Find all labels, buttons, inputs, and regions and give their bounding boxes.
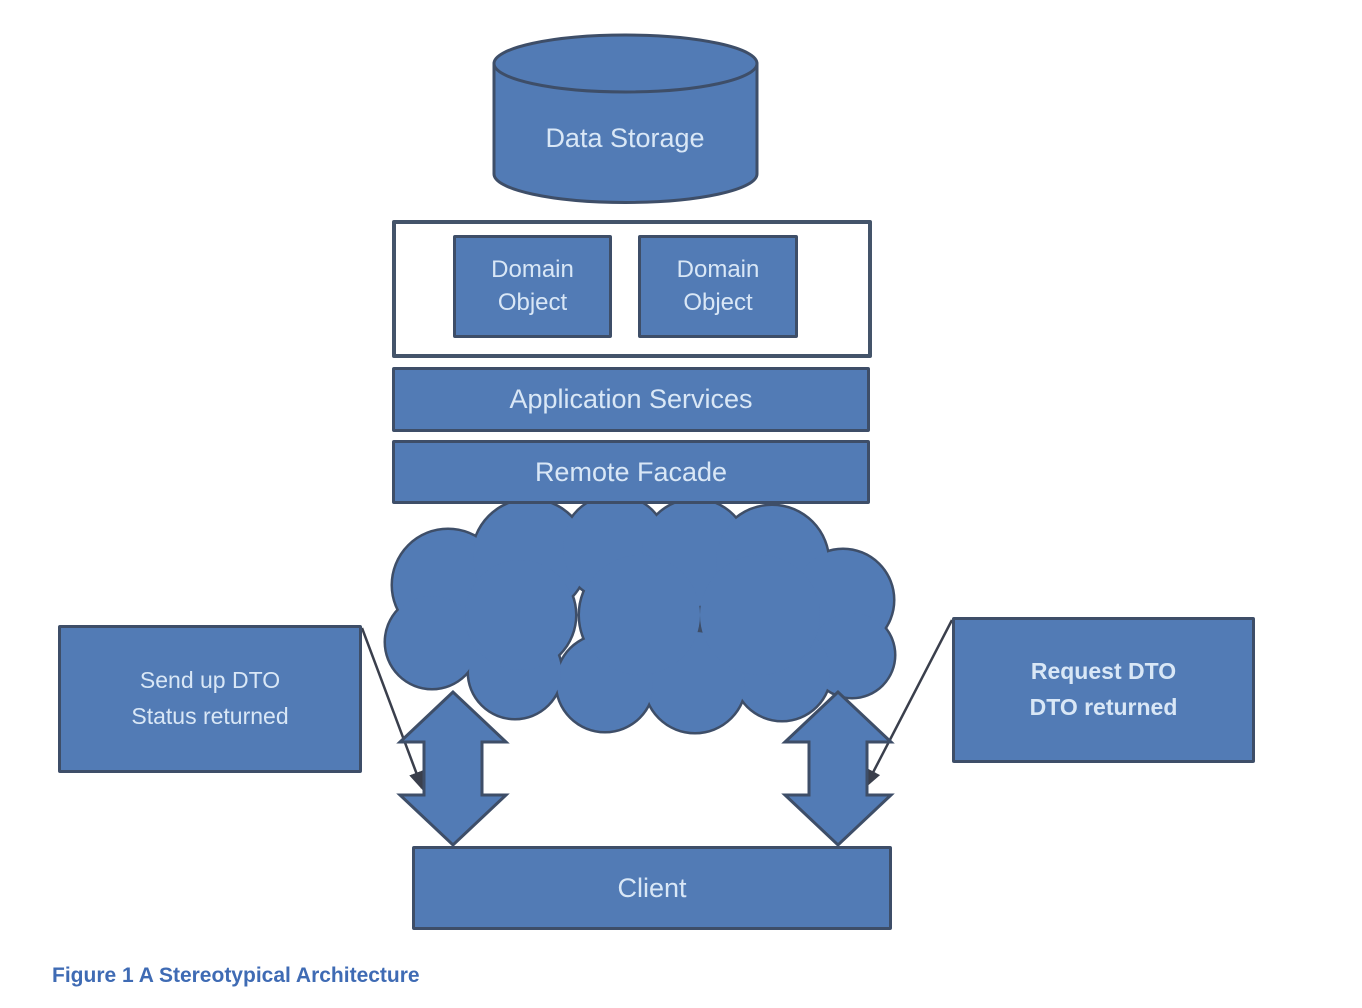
application-services-bar: Application Services [392,367,870,432]
remote-facade-bar: Remote Facade [392,440,870,504]
right-double-arrow [781,689,895,848]
client-label: Client [617,872,687,903]
domain-object-box-1: Domain Object [453,235,612,338]
right-callout-box: Request DTO DTO returned [952,617,1255,763]
application-services-label: Application Services [509,384,753,414]
domain-object-box-2: Domain Object [638,235,798,338]
domain-object-label: Domain Object [491,256,574,316]
left-callout-connector [360,627,424,791]
left-callout-box: Send up DTO Status returned [58,625,362,773]
client-bar: Client [412,846,892,930]
remote-facade-label: Remote Facade [534,456,728,487]
data-storage-label: Data Storage [545,123,705,153]
right-callout-line2: DTO returned [1029,694,1178,720]
domain-object-label: Domain Object [676,256,760,316]
network-cloud [383,493,897,735]
left-callout-line2: Status returned [131,703,289,729]
left-callout-line1: Send up DTO [139,667,281,694]
right-callout-line1: Request DTO [1030,658,1177,685]
left-double-arrow [396,689,510,848]
data-storage-cylinder [492,33,759,204]
right-callout-connector [864,619,954,789]
figure-caption: Figure 1 A Stereotypical Architecture [52,964,420,987]
